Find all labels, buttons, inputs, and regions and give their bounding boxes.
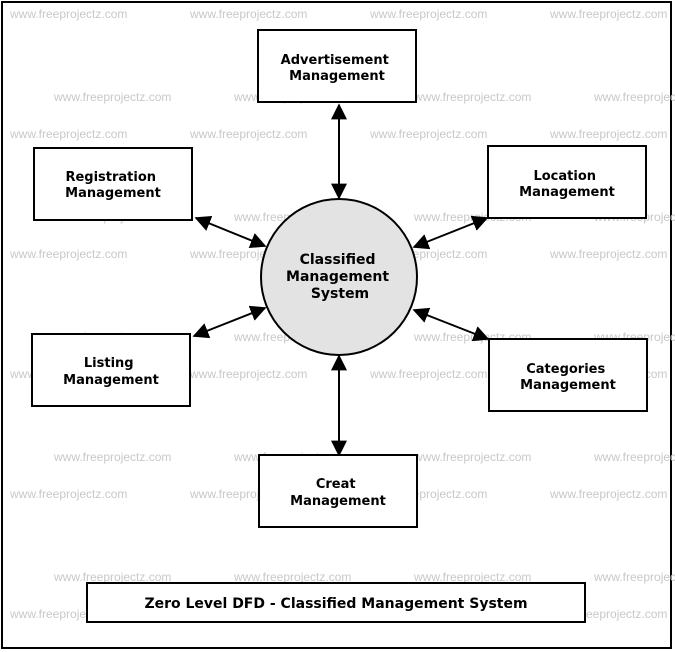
- entity-registration-line-2: Management: [65, 186, 161, 201]
- watermark-text: www.freeprojectz.com: [189, 127, 307, 141]
- entity-listing-line-1: Listing: [84, 356, 134, 371]
- entity-categories-line-2: Management: [520, 378, 616, 393]
- entity-registration-line-1: Registration: [65, 170, 156, 185]
- diagram-caption-box: Zero Level DFD - Classified Management S…: [86, 582, 586, 623]
- watermark-text: www.freeprojectz.com: [413, 450, 531, 464]
- entity-creat-management: Creat Management: [258, 454, 418, 528]
- watermark-text: www.freeprojectz.com: [189, 7, 307, 21]
- entity-categories-management: Categories Management: [488, 338, 648, 412]
- watermark-text: www.freeprojectz.com: [9, 487, 127, 501]
- process-circle: [260, 198, 418, 356]
- watermark-text: www.freeprojectz.com: [189, 367, 307, 381]
- entity-location-line-1: Location: [533, 169, 596, 184]
- entity-listing-label: Listing Management: [63, 356, 159, 388]
- watermark-text: www.freeprojectz.com: [369, 7, 487, 21]
- watermark-text: www.freeprojectz.com: [53, 90, 171, 104]
- watermark-text: www.freeprojectz.com: [593, 450, 675, 464]
- process-label-line-2: Management: [286, 269, 389, 285]
- entity-advertisement-line-1: Advertisement: [281, 53, 389, 68]
- entity-location-label: Location Management: [519, 169, 615, 200]
- entity-advertisement-label: Advertisement Management: [281, 53, 394, 84]
- watermark-text: www.freeprojectz.com: [53, 570, 171, 584]
- watermark-text: www.freeprojectz.com: [413, 570, 531, 584]
- entity-creat-line-1: Creat: [316, 477, 356, 492]
- flow-listing: [192, 305, 267, 339]
- entity-advertisement-management: Advertisement Management: [257, 29, 417, 103]
- watermark-text: www.freeprojectz.com: [413, 90, 531, 104]
- entity-creat-line-2: Management: [290, 494, 386, 509]
- watermark-text: www.freeprojectz.com: [549, 127, 667, 141]
- watermark-text: www.freeprojectz.com: [593, 570, 675, 584]
- watermark-text: www.freeprojectz.com: [549, 7, 667, 21]
- watermark-text: www.freeprojectz.com: [593, 90, 675, 104]
- process-label-line-3: System: [311, 286, 369, 302]
- entity-registration-label: Registration Management: [65, 170, 161, 201]
- watermark-text: www.freeprojectz.com: [9, 247, 127, 261]
- entity-categories-line-1: Categories: [526, 362, 605, 377]
- entity-listing-line-2: Management: [63, 373, 159, 388]
- watermark-text: www.freeprojectz.com: [549, 247, 667, 261]
- process-label: Classified Management System: [286, 252, 394, 302]
- entity-categories-label: Categories Management: [520, 362, 616, 393]
- watermark-text: www.freeprojectz.com: [9, 127, 127, 141]
- entity-listing-management: Listing Management: [31, 333, 191, 407]
- entity-advertisement-line-2: Management: [289, 69, 385, 84]
- entity-creat-label: Creat Management: [290, 477, 386, 509]
- entity-registration-management: Registration Management: [33, 147, 193, 221]
- watermark-text: www.freeprojectz.com: [369, 367, 487, 381]
- flow-location: [412, 215, 489, 250]
- entity-location-management: Location Management: [487, 145, 647, 219]
- watermark-text: www.freeprojectz.com: [233, 570, 351, 584]
- process-label-line-1: Classified: [300, 252, 376, 268]
- process-classified-management-system: Classified Management System: [260, 198, 418, 356]
- flow-categories: [412, 307, 490, 342]
- entity-location-line-2: Management: [519, 185, 615, 200]
- watermark-text: www.freeprojectz.com: [369, 127, 487, 141]
- watermark-text: www.freeprojectz.com: [53, 450, 171, 464]
- flow-registration: [194, 216, 267, 248]
- diagram-caption: Zero Level DFD - Classified Management S…: [144, 596, 527, 612]
- watermark-text: www.freeprojectz.com: [549, 487, 667, 501]
- watermark-text: www.freeprojectz.com: [9, 7, 127, 21]
